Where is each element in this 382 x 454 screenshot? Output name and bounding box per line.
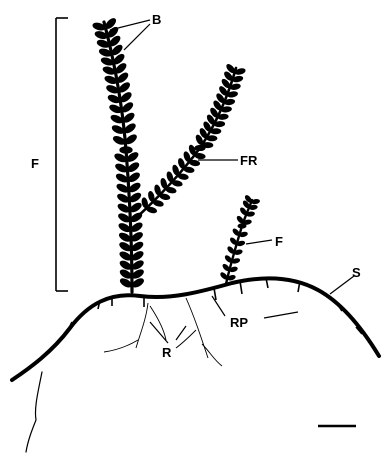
leaflet xyxy=(172,180,183,187)
leaflet xyxy=(120,147,132,153)
leaflet xyxy=(224,255,232,263)
leaflet xyxy=(166,171,174,182)
label-bracket: F xyxy=(31,156,39,171)
leaflet xyxy=(122,112,135,124)
leaflet xyxy=(232,228,240,236)
leaflet xyxy=(183,151,191,162)
leaflet xyxy=(177,158,185,169)
leaflet xyxy=(229,237,237,245)
leaflet xyxy=(146,206,157,213)
leaflet xyxy=(214,121,224,127)
label-small-frond: F xyxy=(275,234,283,249)
leaflet xyxy=(189,160,200,166)
leaflet xyxy=(124,133,138,145)
height-bracket xyxy=(56,18,68,291)
frond-branch xyxy=(136,63,246,218)
leaflet xyxy=(184,167,195,174)
leaflet xyxy=(207,136,217,141)
label-rootlet-pegs: RP xyxy=(230,315,248,330)
leaflet xyxy=(118,81,131,94)
label-stolon: S xyxy=(352,265,361,280)
label-rhizoids: R xyxy=(162,345,172,360)
label-frond: FR xyxy=(240,153,258,168)
leaflet xyxy=(220,272,228,280)
leaflet xyxy=(119,91,132,104)
leaflet xyxy=(172,165,180,176)
leaflet xyxy=(195,153,206,159)
frond-branch-leaflets xyxy=(141,63,245,213)
leaflet xyxy=(236,215,244,224)
main-frond-leaflets xyxy=(92,17,145,289)
leaflet xyxy=(123,122,136,134)
leaflet xyxy=(154,185,161,196)
leaflet xyxy=(166,187,177,194)
leaflet xyxy=(127,161,141,173)
leaflet xyxy=(218,114,228,120)
leaflet xyxy=(127,171,141,183)
label-tips: B xyxy=(152,12,161,27)
leaflet xyxy=(222,263,230,271)
leaflet xyxy=(160,178,168,189)
leaflet xyxy=(148,191,155,202)
main-frond xyxy=(92,17,145,292)
leaflet xyxy=(159,193,170,200)
leaflet xyxy=(153,200,164,207)
small-frond xyxy=(220,195,260,284)
leaflet xyxy=(211,129,221,134)
leaflet xyxy=(188,144,196,155)
leaflet xyxy=(203,142,213,147)
leaflet xyxy=(121,101,134,113)
leaflet xyxy=(178,173,189,180)
leaflet xyxy=(227,246,235,254)
leaflet xyxy=(141,197,148,208)
